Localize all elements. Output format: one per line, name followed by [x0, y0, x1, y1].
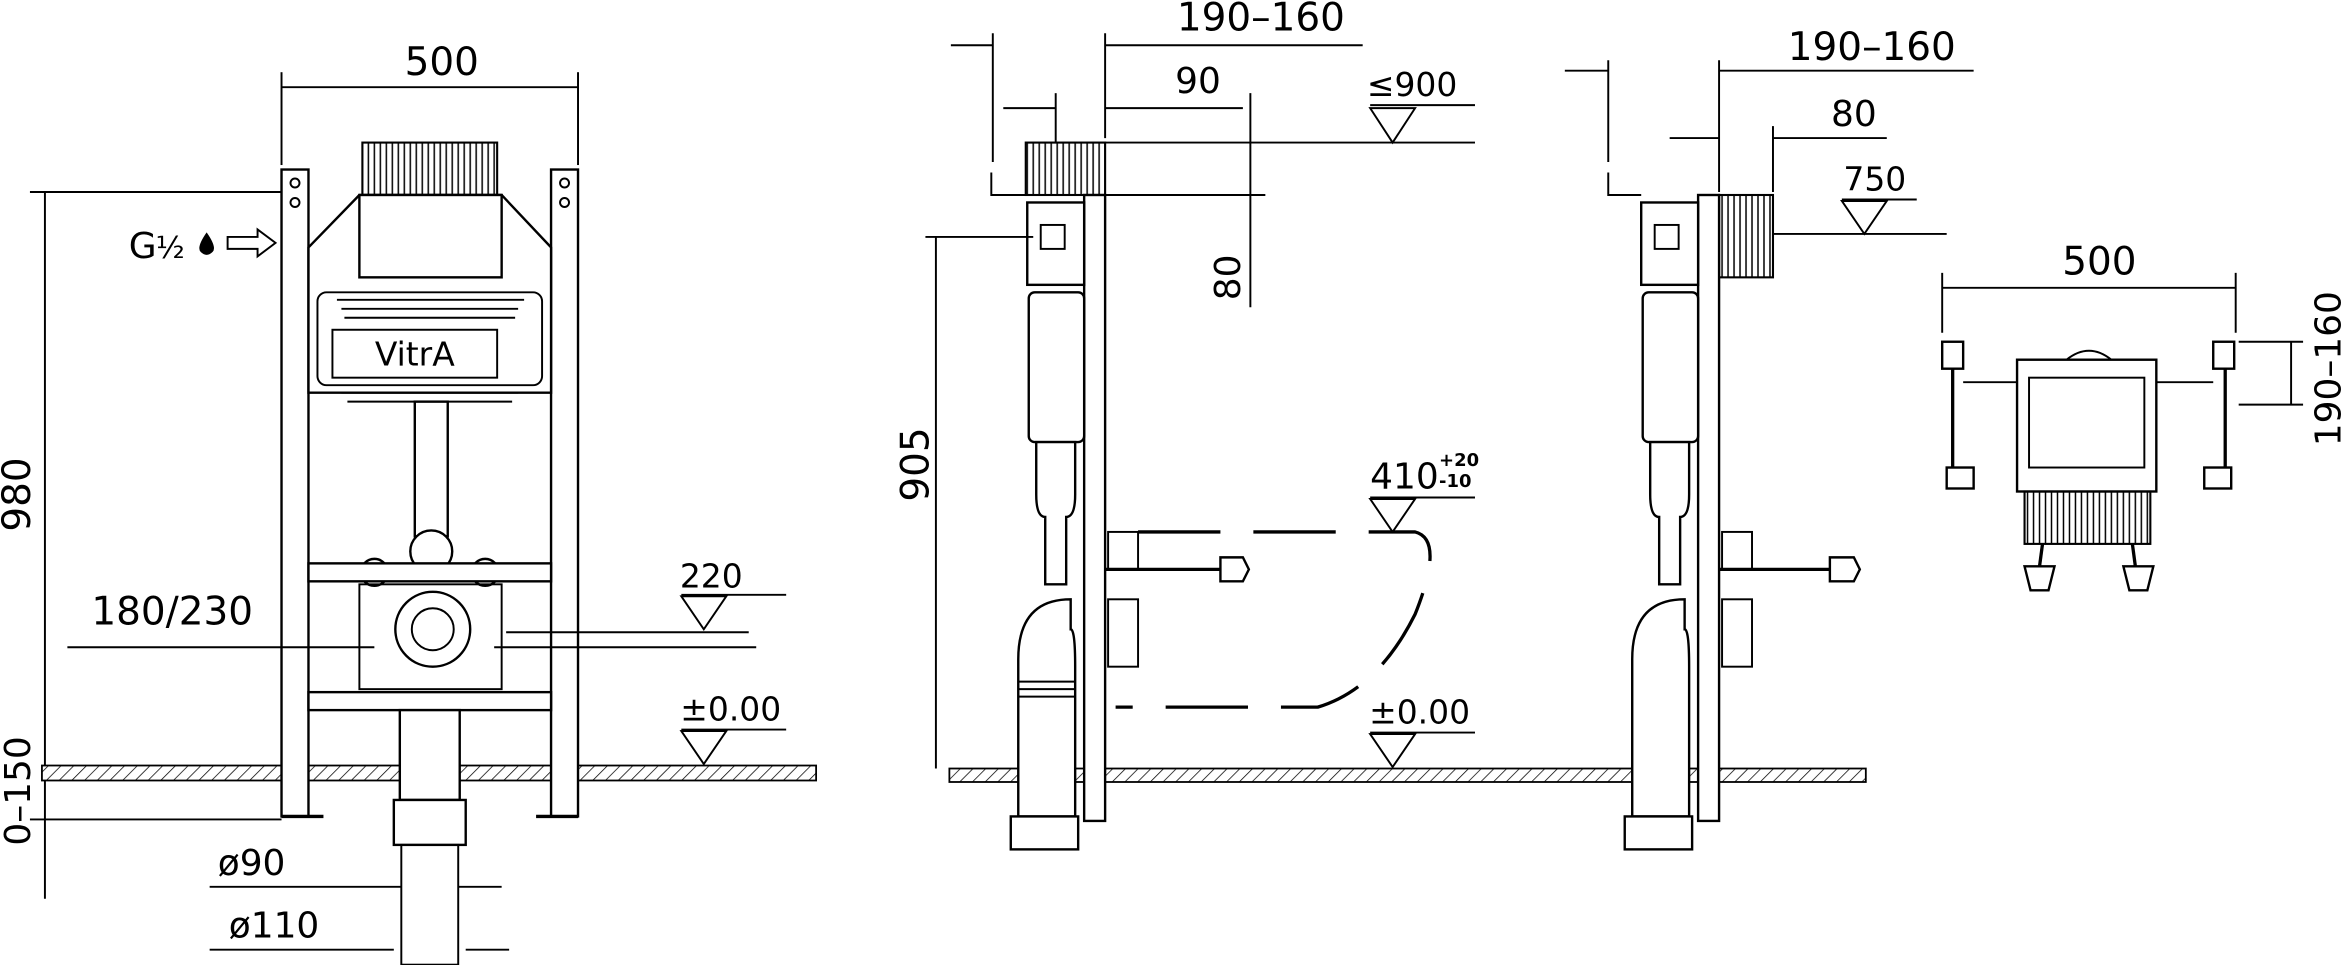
water-inlet-label: G: [129, 226, 157, 267]
tolerance-plus: +20: [1439, 450, 1479, 471]
water-inlet-fraction: ½: [156, 231, 185, 266]
front-view: VitrA 500 980 0–150 G ½ 180/230 220 ±0.0…: [0, 40, 787, 965]
dim-pan-410: 410: [1370, 456, 1439, 497]
floor-level-front: ±0.00: [680, 690, 781, 729]
dim-height-980: 980: [0, 457, 40, 531]
dim-top-depth: 190–160: [2309, 291, 2348, 446]
dim-depth-190-160-b: 190–160: [1788, 25, 1956, 70]
dim-level-750: 750: [1843, 159, 1906, 198]
dim-top-width-500: 500: [2062, 239, 2136, 284]
dim-pipe-90: ø90: [218, 843, 286, 884]
dim-inlet-220: 220: [680, 556, 743, 595]
water-drop-icon: [199, 232, 214, 255]
tolerance-minus: -10: [1439, 471, 1471, 492]
dim-depth-190-160-a: 190–160: [1177, 0, 1345, 40]
side-view-2: 190–160 80 750: [1564, 25, 1974, 851]
floor-level-side: ±0.00: [1369, 693, 1470, 732]
top-view: 500 190–160: [1940, 239, 2348, 592]
dim-width-500: 500: [405, 40, 479, 85]
dim-adjust-0-150: 0–150: [0, 736, 39, 845]
dim-height-905: 905: [893, 427, 938, 501]
dim-offset-80: 80: [1831, 94, 1877, 135]
dim-plate-80: 80: [1208, 254, 1249, 300]
dim-max-900: ≤900: [1367, 65, 1457, 104]
dim-pipe-110: ø110: [229, 906, 320, 947]
side-view-1: 190–160 90 ≤900 80 905 410 +20 -10 ±0.00: [893, 0, 1479, 851]
dim-pan-spacing: 180/230: [91, 590, 253, 635]
arrow-right-icon: [226, 227, 278, 259]
dim-offset-90: 90: [1175, 61, 1221, 102]
brand-logo: VitrA: [375, 335, 455, 374]
